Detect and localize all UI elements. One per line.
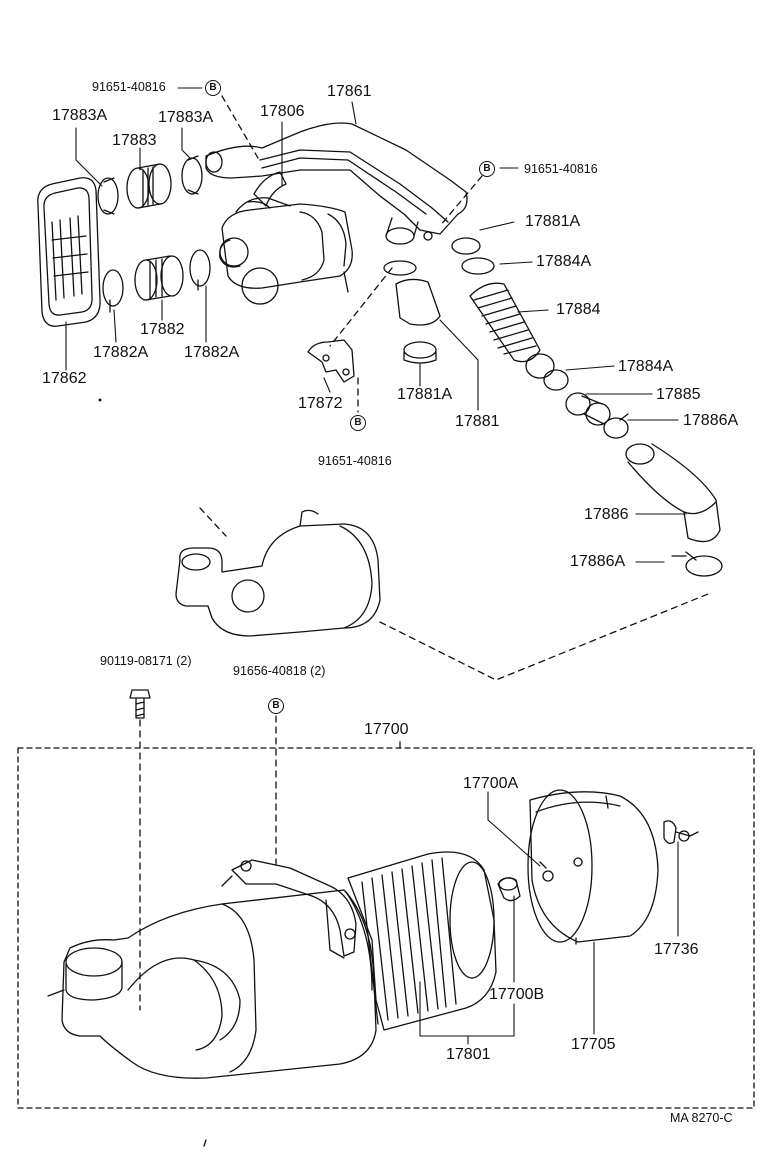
- assembly-box-17700: [17, 747, 755, 1109]
- label-17883: 17883: [112, 132, 157, 149]
- label-17882: 17882: [140, 321, 185, 338]
- label-17736: 17736: [654, 941, 699, 958]
- air-cleaner-case: [47, 889, 377, 1079]
- air-cleaner-body-sketch: [175, 509, 381, 637]
- label-17705: 17705: [571, 1036, 616, 1053]
- label-91651-40816-bottom: 91651-40816: [318, 454, 392, 468]
- label-17862: 17862: [42, 370, 87, 387]
- hose-17886: [625, 443, 723, 577]
- label-91651-40816-right: 91651-40816: [524, 162, 598, 176]
- b-mark-bottom: B: [350, 415, 366, 431]
- intake-housing: [219, 197, 353, 305]
- label-17884: 17884: [556, 301, 601, 318]
- hose-17884: [461, 257, 569, 391]
- label-17884A-top: 17884A: [536, 253, 592, 270]
- label-17882A-right: 17882A: [184, 344, 240, 361]
- hose-17881: [383, 260, 441, 364]
- label-17801: 17801: [446, 1046, 491, 1063]
- label-17881: 17881: [455, 413, 500, 430]
- label-17883A-left: 17883A: [52, 107, 108, 124]
- label-91651-40816-top: 91651-40816: [92, 80, 166, 94]
- reference-code: MA 8270-C: [670, 1111, 733, 1125]
- label-17700A: 17700A: [463, 775, 519, 792]
- label-17881A-top: 17881A: [525, 213, 581, 230]
- label-17886A-bottom: 17886A: [570, 553, 626, 570]
- label-17700B: 17700B: [489, 986, 545, 1003]
- cover-17705: [527, 789, 659, 945]
- b-mark-top: B: [205, 80, 221, 96]
- label-17806: 17806: [260, 103, 305, 120]
- label-17886: 17886: [584, 506, 629, 523]
- label-17881A-bottom: 17881A: [397, 386, 453, 403]
- pipe-17806: [247, 171, 287, 209]
- b-mark-lower: B: [268, 698, 284, 714]
- bracket-17872: [307, 339, 355, 383]
- bolt-90119-08171: [129, 689, 151, 719]
- label-17883A-right: 17883A: [158, 109, 214, 126]
- filter-element-17801: [347, 851, 497, 1031]
- air-cleaner-cap-17862: [37, 177, 101, 327]
- b-mark-right: B: [479, 161, 495, 177]
- leader-lines: [65, 87, 687, 1045]
- label-91656-40818: 91656-40818 (2): [233, 664, 326, 678]
- joint-17885: [565, 392, 629, 439]
- label-17700: 17700: [364, 721, 409, 738]
- cap-17700B: [497, 877, 521, 902]
- label-17884A-bottom: 17884A: [618, 358, 674, 375]
- label-17872: 17872: [298, 395, 343, 412]
- label-17886A-top: 17886A: [683, 412, 739, 429]
- label-17861: 17861: [327, 83, 372, 100]
- duct-17861: [205, 122, 481, 255]
- wing-nut-17736: [663, 820, 699, 844]
- label-17882A-left: 17882A: [93, 344, 149, 361]
- hose-17882: [102, 249, 211, 313]
- case-clamp: [221, 859, 357, 959]
- dashed-leaders: [139, 95, 709, 1011]
- label-90119-08171: 90119-08171 (2): [100, 654, 192, 668]
- hose-17883: [97, 155, 203, 215]
- label-17885: 17885: [656, 386, 701, 403]
